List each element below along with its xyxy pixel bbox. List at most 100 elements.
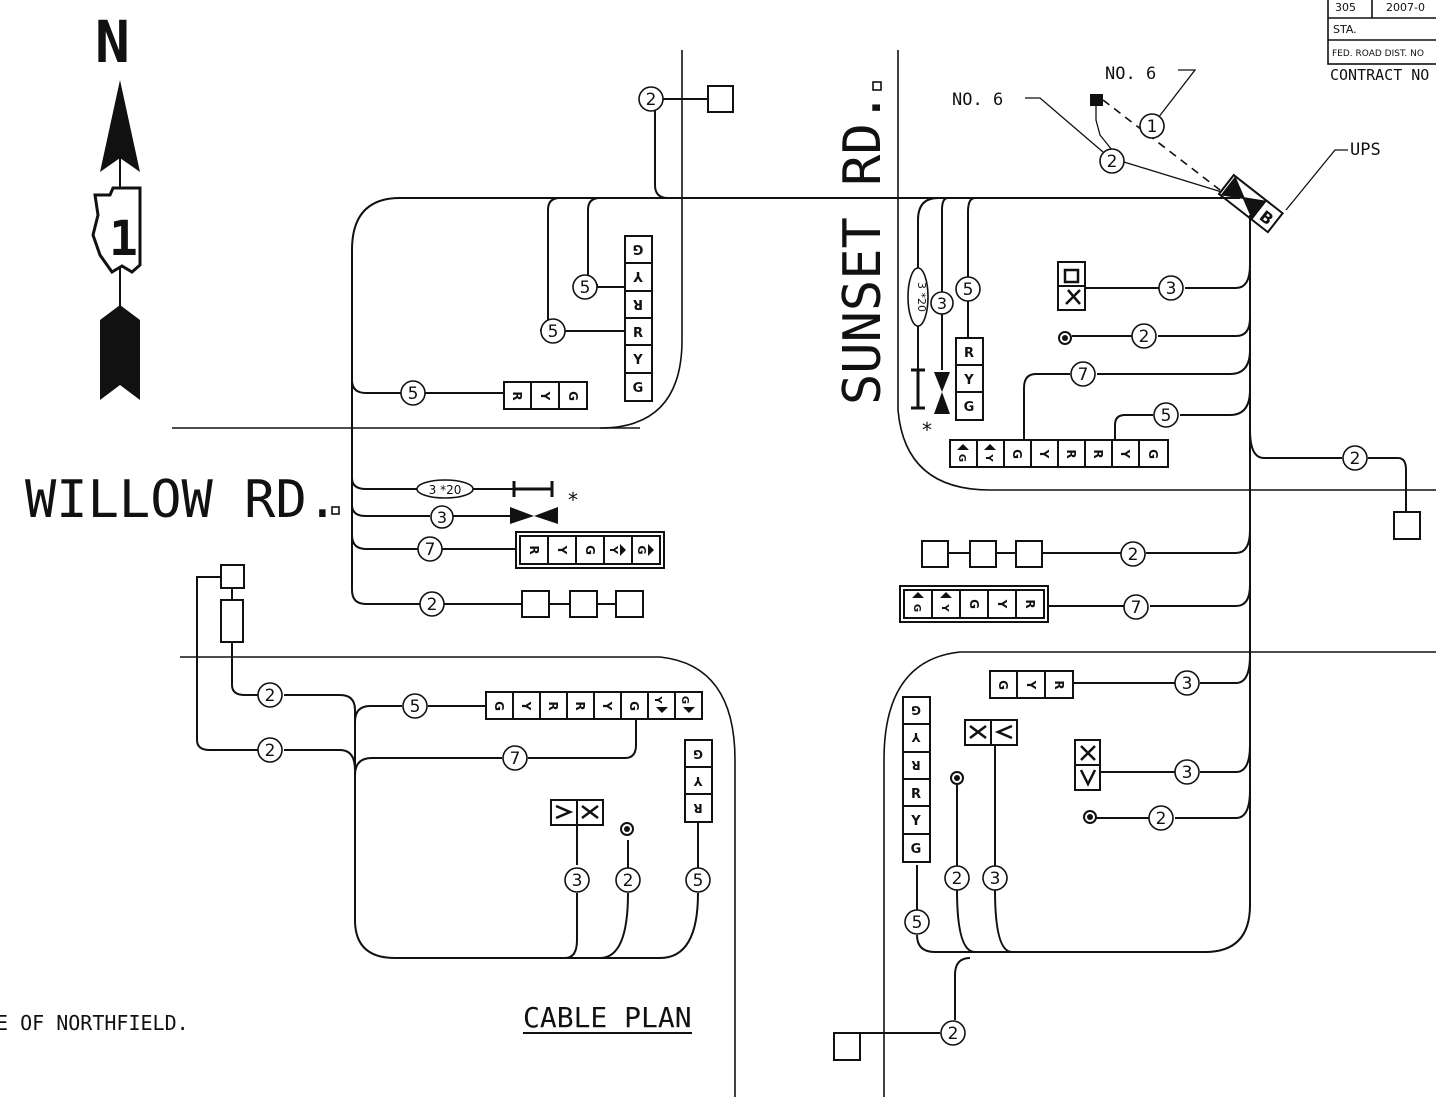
ups-annotations: NO. 6 NO. 6 UPS B <box>952 64 1381 234</box>
svg-text:5: 5 <box>1161 406 1172 426</box>
cable-label-7: 7 <box>1070 361 1096 387</box>
svg-text:G: G <box>635 545 648 554</box>
svg-text:NO. 6: NO. 6 <box>952 90 1003 110</box>
cable-label-3: 3 <box>1174 759 1200 785</box>
svg-text:G: G <box>633 381 644 396</box>
cable-label-5: 5 <box>1153 402 1179 428</box>
cable-label-5: 5 <box>904 909 930 935</box>
pushbutton-icons <box>620 331 1097 836</box>
svg-text:Y: Y <box>693 774 703 788</box>
svg-text:R: R <box>633 326 643 341</box>
cable-label-2: 2 <box>615 867 641 893</box>
svg-text:R: R <box>1091 449 1105 458</box>
svg-text:R: R <box>964 346 974 361</box>
svg-text:Y: Y <box>519 701 533 711</box>
svg-text:3: 3 <box>990 869 1001 889</box>
cable-label-3: 3 <box>564 867 590 893</box>
signal-head-8-section: G Y G Y R R Y G <box>949 439 1169 468</box>
svg-text:R: R <box>911 758 920 772</box>
svg-text:3 *20: 3 *20 <box>915 282 928 312</box>
pedestrian-signal-icon <box>1074 739 1101 791</box>
svg-text:R: R <box>527 545 541 554</box>
svg-text:2: 2 <box>1350 449 1361 469</box>
cable-label-5: 5 <box>955 276 981 302</box>
cable-label-7: 7 <box>502 745 528 771</box>
cable-label-2: 2 <box>1120 541 1146 567</box>
svg-text:G: G <box>1146 449 1160 459</box>
svg-text:5: 5 <box>963 280 974 300</box>
signal-heads: G Y R R Y G R Y G R Y G Y G <box>485 235 1169 863</box>
svg-text:R: R <box>633 296 643 311</box>
pushbutton-icon <box>1083 810 1097 824</box>
svg-text:2: 2 <box>646 90 657 110</box>
svg-text:G: G <box>911 842 922 857</box>
cable-label-5: 5 <box>402 693 428 719</box>
cable-label-5: 5 <box>400 380 426 406</box>
svg-text:Y: Y <box>1024 680 1038 690</box>
svg-text:3: 3 <box>572 871 583 891</box>
svg-text:5: 5 <box>693 871 704 891</box>
plan-title: CABLE PLAN <box>523 1001 692 1034</box>
svg-text:G: G <box>911 604 922 612</box>
svg-text:2: 2 <box>952 869 963 889</box>
svg-text:G: G <box>583 545 597 555</box>
beacon-icon <box>934 372 950 414</box>
cable-label-5: 5 <box>572 274 598 300</box>
svg-text:CONTRACT NO: CONTRACT NO <box>1330 66 1429 84</box>
signal-head-vertical: G Y R R Y G <box>624 235 653 402</box>
detector-boxes <box>220 85 1421 1061</box>
svg-text:R: R <box>911 787 921 802</box>
svg-text:Y: Y <box>652 695 663 704</box>
svg-text:2: 2 <box>427 595 438 615</box>
cable-label-5: 5 <box>685 867 711 893</box>
svg-text:G: G <box>492 701 506 711</box>
pushbutton-icon <box>950 771 964 785</box>
signal-head-5-section: G Y G Y R <box>899 585 1049 623</box>
north-letter: N <box>95 8 130 76</box>
cable-label-7: 7 <box>1123 594 1149 620</box>
beacon-icons: * * <box>510 368 950 524</box>
cable-label-3: 3 <box>1158 275 1184 301</box>
svg-text:Y: Y <box>910 814 921 829</box>
svg-text:3: 3 <box>937 294 947 313</box>
svg-text:7: 7 <box>1078 365 1089 385</box>
svg-text:STA.: STA. <box>1333 23 1357 36</box>
svg-text:7: 7 <box>1131 598 1142 618</box>
cable-label-2: 2 <box>257 737 283 763</box>
signal-head-vertical: G Y R R Y G <box>902 696 931 863</box>
svg-text:Y: Y <box>633 268 644 283</box>
svg-text:G: G <box>679 696 690 704</box>
pedestrian-signal-icon <box>964 719 1018 746</box>
svg-text:7: 7 <box>425 540 436 560</box>
cable-label-2: 2 <box>1342 445 1368 471</box>
svg-text:Y: Y <box>911 730 921 744</box>
pushbutton-icon <box>620 822 634 836</box>
beacon-icon <box>911 368 925 410</box>
svg-text:7: 7 <box>510 749 521 769</box>
svg-text:Y: Y <box>983 453 994 462</box>
cable-label-2: 2 <box>944 865 970 891</box>
svg-text:Y: Y <box>995 599 1009 609</box>
cable-label-2: 2 <box>1099 148 1125 174</box>
svg-text:G: G <box>996 680 1010 690</box>
svg-text:R: R <box>510 391 524 400</box>
svg-text:5: 5 <box>408 384 419 404</box>
svg-text:305: 305 <box>1335 1 1356 14</box>
pedestrian-signal-icons <box>550 261 1101 826</box>
svg-text:Y: Y <box>538 391 552 401</box>
svg-text:R: R <box>1052 680 1066 689</box>
svg-text:Y: Y <box>1118 449 1132 459</box>
cable-label-3x20: 3 *20 <box>907 267 929 327</box>
signal-head-horizontal: R Y G <box>503 381 588 410</box>
svg-text:Y: Y <box>600 701 614 711</box>
svg-text:3: 3 <box>1182 674 1193 694</box>
svg-text:2: 2 <box>265 686 276 706</box>
cable-label-2: 2 <box>940 1020 966 1046</box>
svg-text:1: 1 <box>1147 117 1158 137</box>
svg-text:Y: Y <box>607 545 620 555</box>
cable-label-3: 3 <box>982 865 1008 891</box>
svg-text:3: 3 <box>1166 279 1177 299</box>
cable-label-2: 2 <box>638 86 664 112</box>
pushbutton-icon <box>1058 331 1072 345</box>
